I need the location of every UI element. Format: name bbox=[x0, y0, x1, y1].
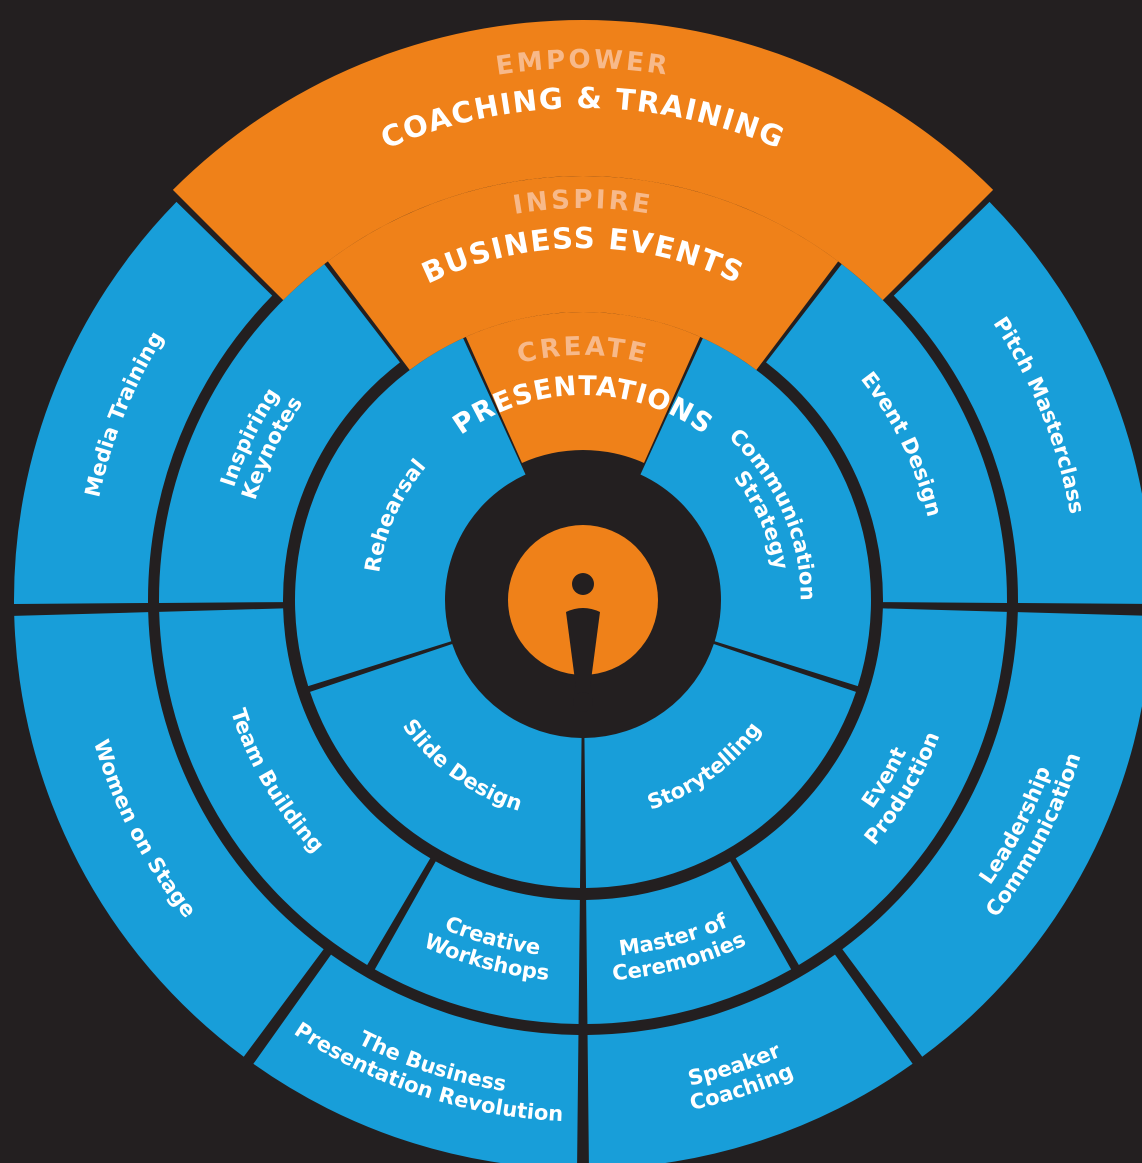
segment-inspiring-keynotes[interactable] bbox=[158, 264, 400, 603]
heading-inspire: INSPIRE bbox=[511, 185, 652, 221]
segment-media-training[interactable] bbox=[14, 201, 273, 604]
segment-communication-strategy[interactable] bbox=[640, 338, 871, 687]
wedge-coaching-training[interactable] bbox=[172, 20, 994, 301]
segment-team-building[interactable] bbox=[159, 608, 431, 965]
segment-leadership-communication[interactable] bbox=[842, 612, 1142, 1057]
segment-master-of-ceremonies[interactable] bbox=[586, 861, 792, 1024]
segment-women-on-stage[interactable] bbox=[14, 612, 324, 1057]
segment-event-design[interactable] bbox=[766, 264, 1007, 603]
segment-event-production[interactable] bbox=[735, 608, 1007, 965]
segment-speaker-coaching[interactable] bbox=[587, 954, 913, 1163]
segment-storytelling[interactable] bbox=[584, 644, 856, 888]
segment-rehearsal[interactable] bbox=[295, 338, 526, 687]
segment-creative-workshops[interactable] bbox=[374, 861, 580, 1024]
wedge-presentations[interactable] bbox=[465, 311, 701, 463]
svg-text:INSPIRE: INSPIRE bbox=[511, 185, 655, 221]
segment-the-business-presentation-revolution[interactable] bbox=[253, 954, 579, 1163]
info-exclamation-icon bbox=[508, 525, 658, 712]
orange-wedges: EMPOWER COACHING & TRAINING INSPIRE BUSI… bbox=[172, 20, 994, 463]
wedge-business-events[interactable] bbox=[327, 176, 839, 370]
segment-slide-design[interactable] bbox=[310, 644, 582, 888]
segment-pitch-masterclass[interactable] bbox=[893, 201, 1142, 604]
